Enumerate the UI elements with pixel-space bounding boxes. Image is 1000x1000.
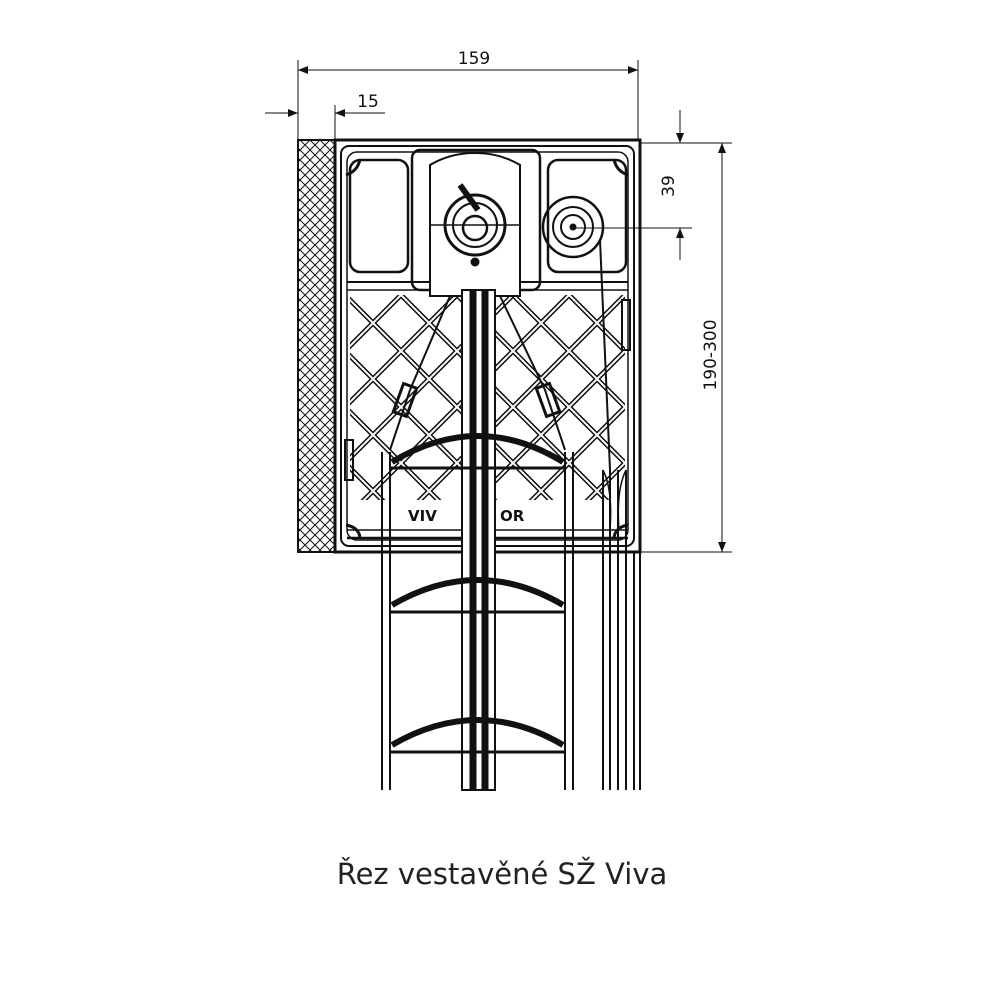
drawing-caption: Řez vestavěné SŽ Viva xyxy=(337,857,668,891)
dimension-overall-width xyxy=(297,60,639,140)
center-rail xyxy=(461,289,496,791)
insulation-layer xyxy=(297,139,336,553)
side-guide-rail xyxy=(602,469,641,790)
dimension-label-15: 15 xyxy=(357,92,379,112)
guide-roller xyxy=(541,195,611,471)
dimension-label-190-300: 190-300 xyxy=(701,319,721,390)
dimension-insulation xyxy=(265,105,385,140)
lift-straps xyxy=(389,295,566,451)
dimension-box-height xyxy=(640,142,732,553)
motor-unit xyxy=(410,148,542,297)
dimension-label-39: 39 xyxy=(659,175,679,197)
dimension-label-159: 159 xyxy=(458,49,490,69)
brand-label-left: VIV xyxy=(408,507,437,525)
lamella-ladder xyxy=(381,433,574,790)
brand-label-right: OR xyxy=(500,507,525,525)
